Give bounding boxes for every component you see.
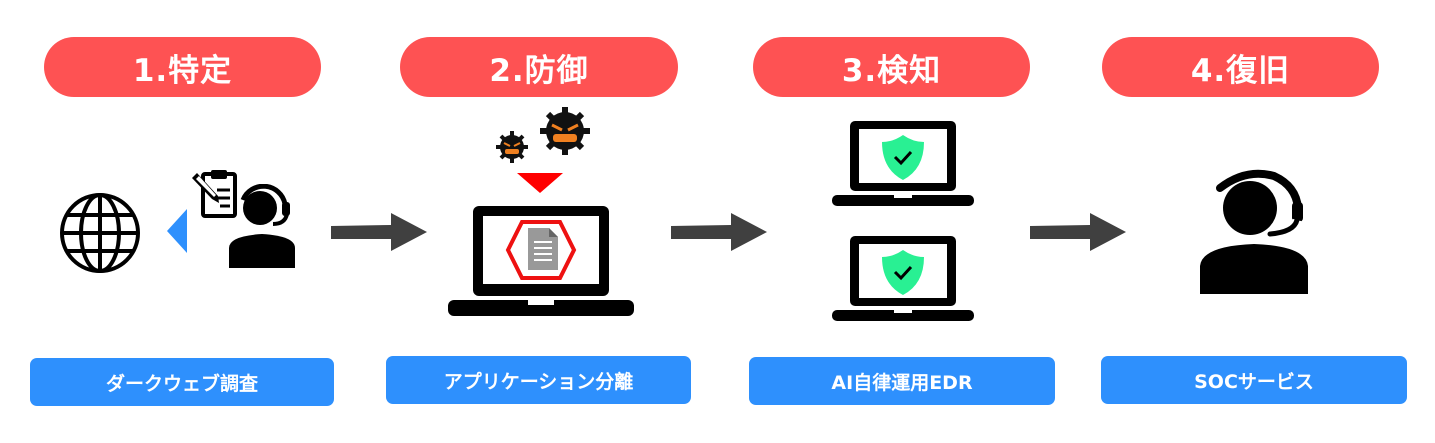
flow-arrow-3 (1030, 213, 1126, 251)
malware-virus-icon-small (494, 129, 530, 165)
protected-laptop-icon-2 (832, 234, 974, 322)
step-2-title: 2.防御 (400, 37, 678, 97)
malware-virus-icon-large (537, 105, 593, 157)
step-3-title: 3.検知 (753, 37, 1030, 97)
flow-arrow-1 (331, 213, 427, 251)
service-label-application-isolation[interactable]: アプリケーション分離 (386, 356, 691, 404)
protected-laptop-icon-1 (832, 119, 974, 207)
clipboard-pencil-icon (190, 168, 240, 222)
flow-arrow-2 (671, 213, 767, 251)
step-1-title: 1.特定 (44, 37, 321, 97)
isolation-hexagon-icon (505, 220, 577, 280)
operator-headset-icon-small (227, 184, 297, 268)
attack-arrow-icon (517, 173, 563, 193)
pointer-triangle-icon (167, 209, 187, 253)
service-label-dark-web-investigation[interactable]: ダークウェブ調査 (30, 358, 334, 406)
service-label-soc-service[interactable]: SOCサービス (1101, 356, 1407, 404)
globe-icon (58, 191, 142, 275)
soc-operator-headset-icon (1198, 166, 1310, 294)
step-4-title: 4.復旧 (1102, 37, 1379, 97)
service-label-ai-edr[interactable]: AI自律運用EDR (749, 357, 1055, 405)
isolated-laptop-icon (448, 204, 634, 318)
